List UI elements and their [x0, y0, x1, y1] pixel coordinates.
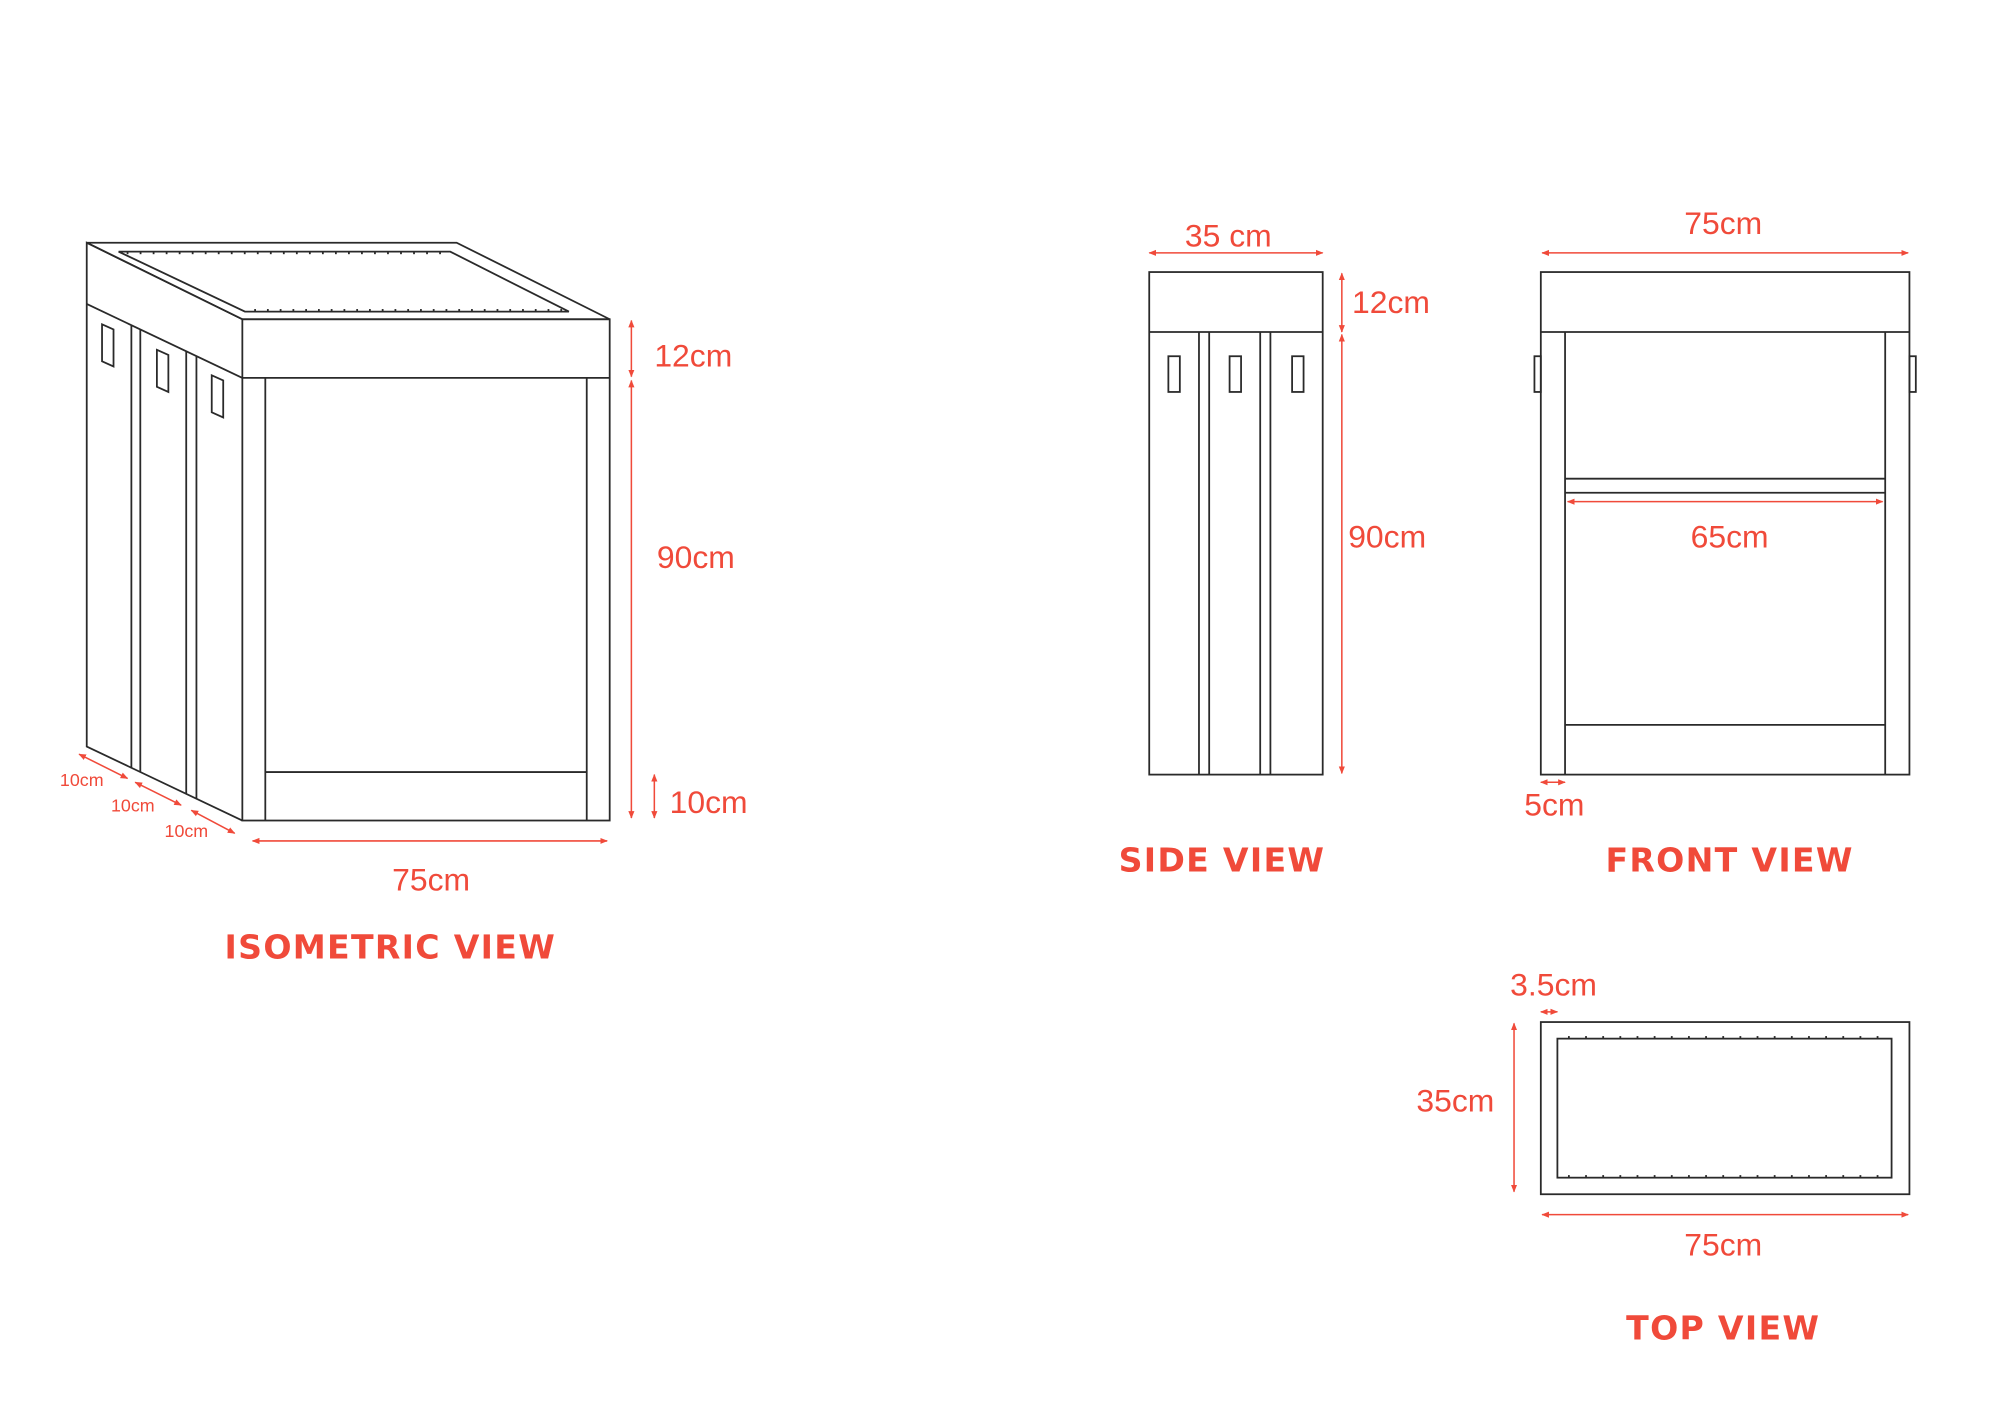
iso-section-label: 10cm — [111, 796, 155, 816]
top-view-title: TOP VIEW — [1626, 1309, 1820, 1348]
iso-base-height-label: 10cm — [670, 784, 748, 820]
top-view: 3.5cm 35cm 75cm TOP VIEW — [1416, 966, 1911, 1348]
iso-top-height-label: 12cm — [654, 337, 732, 373]
handle-icon — [1291, 355, 1305, 393]
iso-section-label: 10cm — [165, 821, 209, 841]
iso-body-height-label: 90cm — [657, 539, 735, 575]
handle-icon — [1908, 355, 1917, 393]
iso-section-label: 10cm — [60, 770, 104, 790]
handle-icon — [1228, 355, 1242, 393]
front-post-width-label: 5cm — [1524, 786, 1584, 822]
handle-icon — [210, 373, 225, 419]
iso-width-label: 75cm — [392, 862, 470, 898]
front-width-label: 75cm — [1684, 205, 1762, 241]
side-top-height-label: 12cm — [1352, 284, 1430, 320]
isometric-view: 12cm 90cm 10cm 75cm 10cm 10cm 10cm ISOME… — [60, 241, 748, 966]
side-view: 35 cm 12cm 90cm SIDE VIEW — [1119, 218, 1430, 880]
handle-icon — [1533, 355, 1542, 393]
front-view: 75cm 65cm 5cm FRONT VIEW — [1524, 205, 1917, 880]
handle-icon — [155, 348, 170, 394]
front-inner-width-label: 65cm — [1691, 519, 1769, 555]
handle-icon — [101, 322, 115, 368]
top-rim-label: 3.5cm — [1510, 966, 1597, 1002]
side-depth-label: 35 cm — [1185, 218, 1272, 254]
front-view-title: FRONT VIEW — [1605, 841, 1853, 880]
top-width-label: 75cm — [1684, 1226, 1762, 1262]
side-view-title: SIDE VIEW — [1119, 841, 1326, 880]
handle-icon — [1167, 355, 1181, 393]
isometric-view-title: ISOMETRIC VIEW — [225, 927, 556, 966]
side-body-height-label: 90cm — [1348, 519, 1426, 555]
isometric-cabinet — [85, 241, 611, 822]
top-depth-label: 35cm — [1416, 1082, 1494, 1118]
